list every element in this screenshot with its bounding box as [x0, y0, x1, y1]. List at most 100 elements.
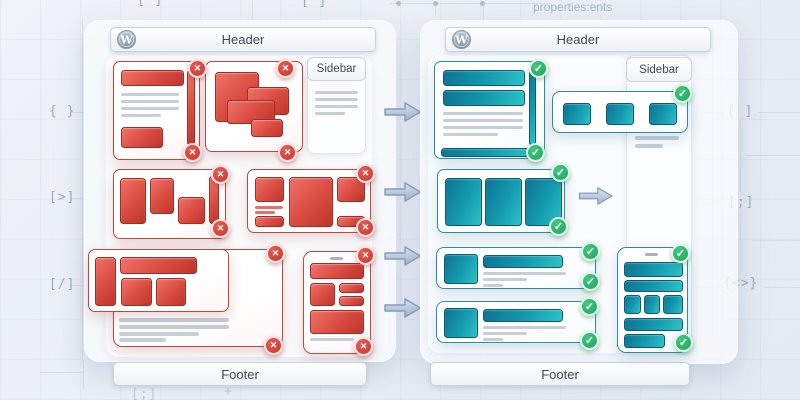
- circuit-line: [70, 285, 84, 286]
- wireframe-block: [251, 119, 283, 137]
- circuit-line: [483, 3, 484, 23]
- svg-text:W: W: [454, 33, 468, 46]
- circuit-line: [746, 155, 800, 156]
- wireframe-block: [624, 334, 665, 348]
- circuit-line: [40, 372, 84, 373]
- wireframe-block: [485, 178, 522, 226]
- error-badge-icon: [188, 59, 207, 78]
- transform-arrow-icon: [578, 185, 614, 212]
- wireframe-block: [624, 280, 683, 292]
- success-badge-icon: [526, 143, 545, 162]
- wordpress-logo-icon: W: [451, 29, 472, 50]
- transform-arrow-icon: [384, 180, 422, 209]
- wireframe-block: [443, 70, 525, 86]
- after-panel: W Header: [420, 20, 738, 386]
- wireframe-block: [120, 257, 197, 274]
- wireframe-block: [121, 278, 152, 306]
- text-line: [635, 144, 663, 148]
- fixed-mobile-card: [617, 244, 693, 353]
- broken-mobile-card: [303, 246, 375, 356]
- success-badge-icon: [673, 84, 692, 103]
- wireframe-block: [339, 283, 364, 293]
- text-line: [635, 136, 679, 140]
- fixed-post-card: [436, 242, 600, 291]
- broken-layout-card: [205, 59, 303, 162]
- text-line: [121, 114, 161, 117]
- text-line: [443, 133, 498, 136]
- text-line: [315, 105, 358, 108]
- fixed-layout-card: [434, 59, 548, 162]
- circuit-line: [70, 198, 84, 199]
- wireframe-block: [483, 255, 563, 268]
- code-symbol: [;]: [131, 387, 158, 400]
- text-line: [255, 206, 283, 209]
- circuit-line: [83, 360, 84, 390]
- circuit-line: [740, 214, 741, 274]
- footer-label: Footer: [541, 366, 579, 382]
- wireframe-block: [624, 262, 683, 277]
- transform-arrow-icon: [384, 296, 422, 325]
- code-symbol: [ ]: [301, 0, 328, 9]
- text-line: [121, 93, 179, 96]
- wireframe-overflow-bar: [187, 70, 195, 146]
- text-line: [121, 100, 179, 103]
- header-bar: W Header: [445, 27, 711, 52]
- sidebar-label: Sidebar: [626, 57, 692, 82]
- error-badge-icon: [354, 337, 373, 356]
- success-badge-icon: [529, 59, 548, 78]
- broken-layout-card: [247, 164, 375, 237]
- wireframe-block: [150, 178, 174, 214]
- speaker-dash: [645, 253, 658, 256]
- transform-arrow-icon: [384, 100, 422, 129]
- code-symbol: +: [224, 384, 233, 399]
- text-line: [119, 338, 166, 342]
- text-line: [119, 332, 199, 336]
- wireframe-block: [445, 178, 482, 226]
- wordpress-logo-icon: W: [116, 29, 137, 50]
- wireframe-block: [310, 310, 364, 334]
- text-line: [443, 126, 523, 129]
- wireframe-block: [156, 278, 186, 306]
- error-badge-icon: [276, 59, 295, 78]
- footer-bar: Footer: [113, 362, 367, 386]
- wireframe-scroll-bar: [529, 70, 536, 146]
- footer-bar: Footer: [430, 362, 690, 386]
- wireframe-block: [649, 103, 677, 125]
- header-bar: W Header: [110, 27, 376, 52]
- code-symbol: [/]: [49, 277, 76, 292]
- fixed-layout-card: [437, 163, 570, 236]
- circuit-line: [752, 240, 800, 241]
- error-badge-icon: [356, 218, 375, 237]
- text-line: [315, 91, 358, 94]
- fixed-post-card: [436, 297, 599, 350]
- circuit-line: [740, 120, 741, 192]
- text-line: [119, 325, 229, 329]
- text-line: [315, 112, 345, 115]
- wireframe-block: [644, 295, 660, 314]
- text-line: [315, 98, 358, 101]
- circuit-line: [252, 0, 253, 26]
- overflowing-hero-card: [88, 249, 229, 312]
- text-line: [483, 284, 503, 287]
- circuit-line: [764, 287, 800, 288]
- text-line: [119, 318, 229, 322]
- sidebar-label-text: Sidebar: [316, 63, 357, 75]
- sidebar-label: Sidebar: [307, 57, 366, 81]
- error-badge-icon: [356, 164, 375, 183]
- wireframe-block: [121, 70, 184, 86]
- error-badge-icon: [211, 219, 230, 238]
- text-line: [443, 112, 523, 115]
- error-badge-icon: [264, 336, 283, 355]
- speaker-dash: [330, 257, 343, 260]
- text-line: [483, 338, 503, 341]
- error-badge-icon: [356, 246, 375, 265]
- success-badge-icon: [551, 163, 570, 182]
- wireframe-block: [339, 296, 364, 306]
- text-line: [255, 211, 275, 214]
- circuit-node-dot: [433, 1, 438, 6]
- sidebar-label-text: Sidebar: [639, 63, 679, 76]
- text-line: [310, 338, 354, 341]
- broken-layout-card: [113, 165, 230, 239]
- wireframe-block: [443, 90, 525, 106]
